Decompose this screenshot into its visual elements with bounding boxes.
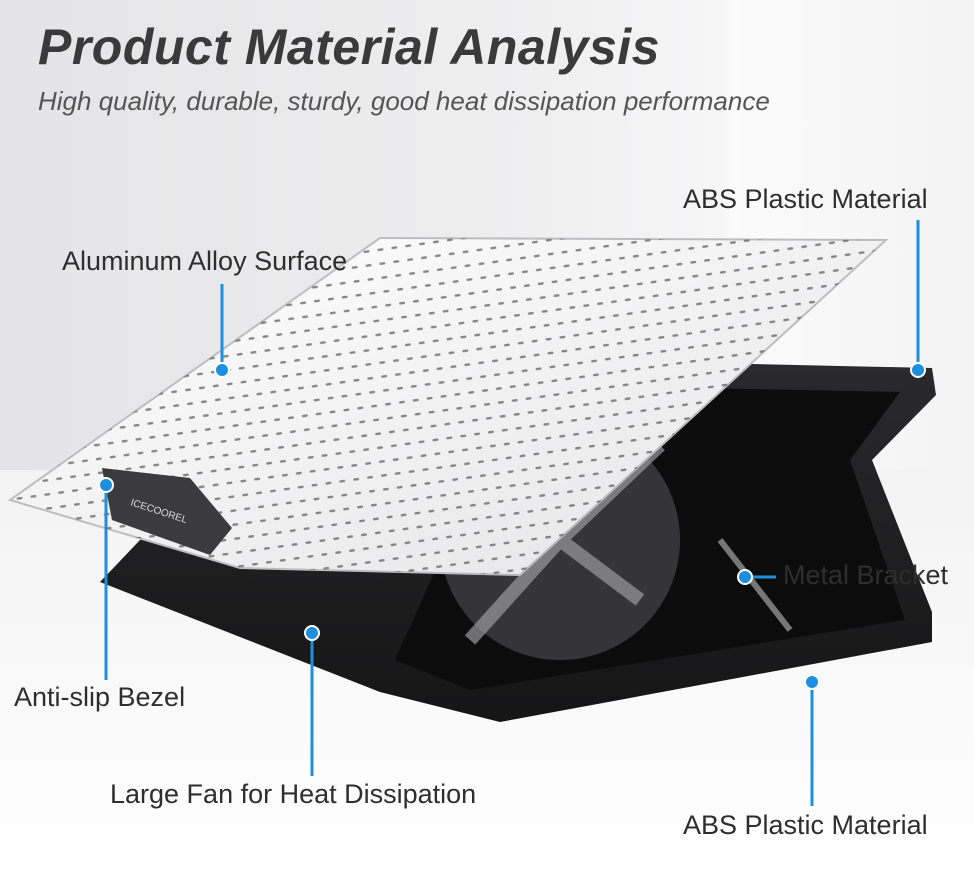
callout-dot-surface xyxy=(214,362,230,378)
callout-surface: Aluminum Alloy Surface xyxy=(62,246,348,276)
page-subtitle: High quality, durable, sturdy, good heat… xyxy=(38,86,770,116)
page-title: Product Material Analysis xyxy=(38,19,660,75)
callout-abs-bottom: ABS Plastic Material xyxy=(683,810,928,840)
callout-bezel: Anti-slip Bezel xyxy=(14,682,186,712)
metal-bracket xyxy=(717,538,793,632)
anti-slip-bezel xyxy=(102,468,232,555)
callout-dot-bracket xyxy=(737,569,753,585)
callout-dot-abs-top xyxy=(910,362,926,378)
callout-dot-abs-bottom xyxy=(804,674,820,690)
callout-bracket: Metal Bracket xyxy=(783,560,949,590)
callout-fan: Large Fan for Heat Dissipation xyxy=(110,779,477,809)
callout-dot-bezel xyxy=(98,477,114,493)
callout-dot-fan xyxy=(304,625,320,641)
callout-abs-top: ABS Plastic Material xyxy=(683,184,928,214)
